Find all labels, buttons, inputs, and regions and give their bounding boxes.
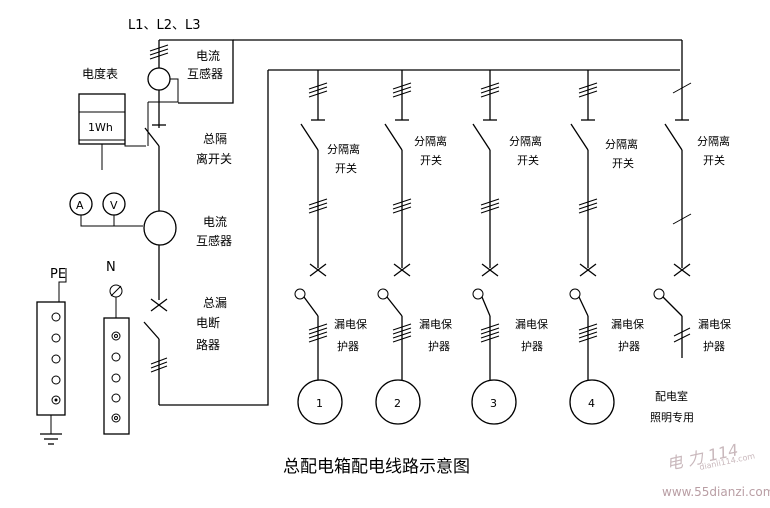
pe-terminals — [51, 312, 61, 405]
branch-1-isolator-label-1: 分隔离 — [327, 142, 360, 156]
n-terminals — [111, 331, 121, 423]
branch-5-lighting — [653, 40, 692, 358]
main-ct-label-1: 电流 — [196, 49, 220, 63]
load-2 — [375, 379, 421, 425]
feeder-return-wire — [159, 70, 269, 406]
main-ct-label-2: 互感器 — [187, 66, 223, 81]
branch-4-rcd-label-2: 护器 — [618, 339, 640, 353]
meter-lead-2 — [124, 112, 146, 147]
meter-wiring — [80, 215, 143, 227]
main-rcbo-blade — [143, 321, 160, 340]
main-rcbo-label-1: 总漏 — [203, 296, 227, 310]
pe-label: PE — [50, 267, 66, 282]
room-light-label-2: 照明专用 — [650, 410, 694, 424]
load-2-number: 2 — [394, 397, 401, 410]
energy-meter-box — [78, 93, 126, 145]
branch-3 — [472, 70, 500, 380]
n-label: N — [106, 260, 116, 275]
branch-4-isolator-label-2: 开关 — [612, 156, 634, 170]
branch-4-isolator-label-1: 分隔离 — [605, 137, 638, 151]
meter-label: 电度表 — [82, 66, 118, 81]
branch-1-isolator-label-2: 开关 — [335, 161, 357, 175]
main-rcbo-ticks — [150, 357, 168, 373]
branch-5-rcd-label-2: 护器 — [703, 339, 725, 353]
branch-1 — [294, 70, 328, 380]
branch-2-isolator-label-2: 开关 — [420, 153, 442, 167]
branch-3-isolator-label-1: 分隔离 — [509, 134, 542, 148]
main-isolator-blade — [144, 127, 160, 147]
main-isolator-label-2: 离开关 — [196, 151, 232, 166]
pe-lead — [58, 268, 67, 302]
pe-terminal-bar — [36, 301, 66, 416]
load-1 — [297, 379, 343, 425]
upper-supply-wire — [159, 39, 234, 104]
load-3-number: 3 — [490, 397, 497, 410]
current-transformer-2 — [143, 210, 177, 246]
diagram-caption: 总配电箱配电线路示意图 — [283, 457, 470, 477]
main-rcbo-label-2: 电断 — [196, 315, 220, 330]
branch-2-rcd-label-1: 漏电保 — [419, 317, 452, 331]
phases-label: L1、L2、L3 — [128, 18, 201, 33]
load-3 — [471, 379, 517, 425]
meter-reading: 1Wh — [88, 121, 113, 134]
n-terminal-bar — [103, 317, 130, 435]
branch-1-rcd-label-1: 漏电保 — [334, 317, 367, 331]
branch-3-rcd-label-1: 漏电保 — [515, 317, 548, 331]
ammeter-symbol: A — [76, 199, 84, 212]
main-rcbo-cross — [150, 298, 168, 312]
ct2-label-1: 电流 — [203, 215, 227, 229]
ground-icon — [40, 415, 62, 445]
watermark-url: www.55dianzi.com — [662, 485, 770, 499]
main-isolator-label-1: 总隔 — [203, 132, 227, 146]
ct2-label-2: 互感器 — [196, 233, 232, 248]
voltmeter-symbol: V — [110, 199, 118, 212]
load-4-number: 4 — [588, 397, 595, 410]
main-rcbo-label-3: 路器 — [196, 337, 220, 352]
branch-4 — [569, 70, 598, 380]
room-light-label-1: 配电室 — [655, 389, 688, 403]
branch-5-rcd-label-1: 漏电保 — [698, 317, 731, 331]
branch-2-isolator-label-1: 分隔离 — [414, 134, 447, 148]
branch-3-rcd-label-2: 护器 — [521, 339, 543, 353]
ct-secondary-to-meter — [148, 78, 179, 103]
branch-2-rcd-label-2: 护器 — [428, 339, 450, 353]
load-4 — [569, 379, 615, 425]
branch-5-isolator-label-1: 分隔离 — [697, 134, 730, 148]
branch-3-isolator-label-2: 开关 — [517, 153, 539, 167]
branch-5-isolator-label-2: 开关 — [703, 153, 725, 167]
branch-4-rcd-label-1: 漏电保 — [611, 317, 644, 331]
main-current-transformer — [147, 67, 171, 91]
load-1-number: 1 — [316, 397, 323, 410]
branch-2 — [377, 70, 412, 380]
branch-1-rcd-label-2: 护器 — [337, 339, 359, 353]
